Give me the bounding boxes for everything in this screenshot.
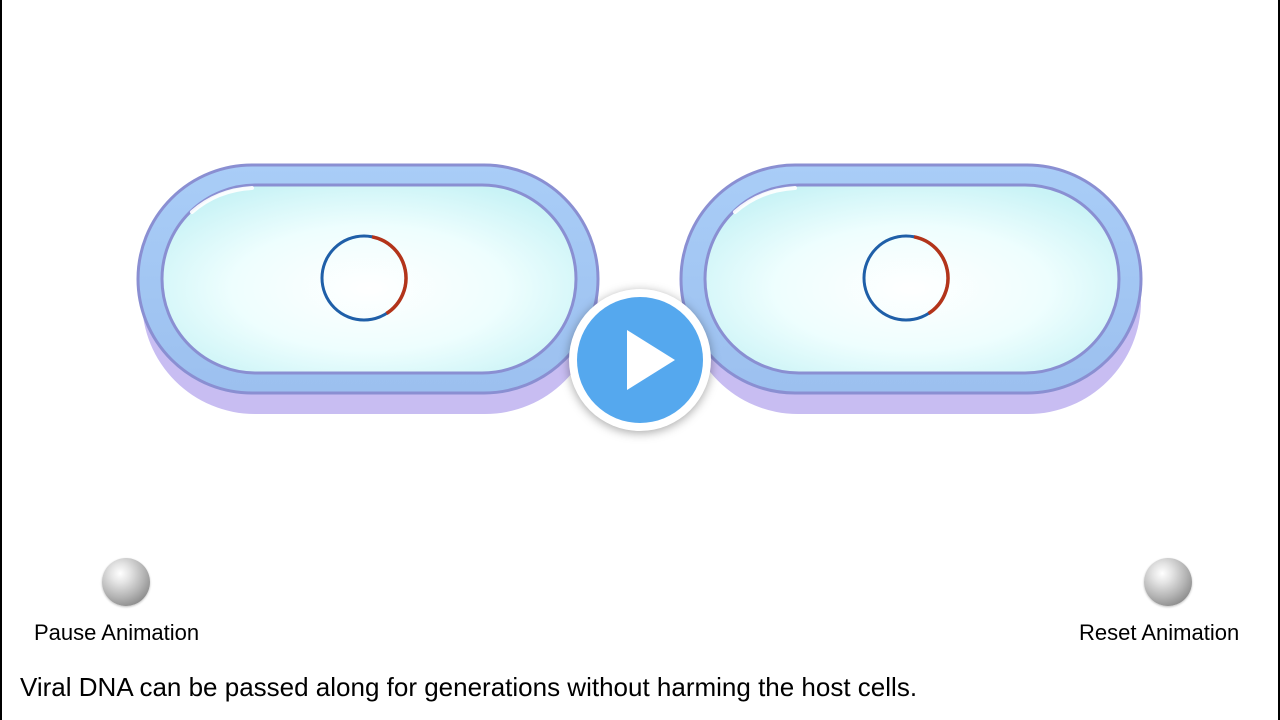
reset-animation-label[interactable]: Reset Animation xyxy=(1079,620,1240,645)
pause-animation-label[interactable]: Pause Animation xyxy=(34,620,200,645)
reset-animation-button[interactable] xyxy=(1144,558,1192,606)
bacterial-cell-right xyxy=(679,163,1143,414)
plasmid-dna xyxy=(320,234,408,322)
pause-animation-button[interactable] xyxy=(102,558,150,606)
cytoplasm xyxy=(703,183,1121,375)
play-button-disc xyxy=(577,297,703,423)
play-button[interactable] xyxy=(569,289,711,431)
play-icon xyxy=(627,330,675,390)
bacterial-cell-left xyxy=(136,163,600,414)
caption-text: Viral DNA can be passed along for genera… xyxy=(20,672,918,702)
cytoplasm xyxy=(160,183,578,375)
plasmid-dna xyxy=(862,234,950,322)
